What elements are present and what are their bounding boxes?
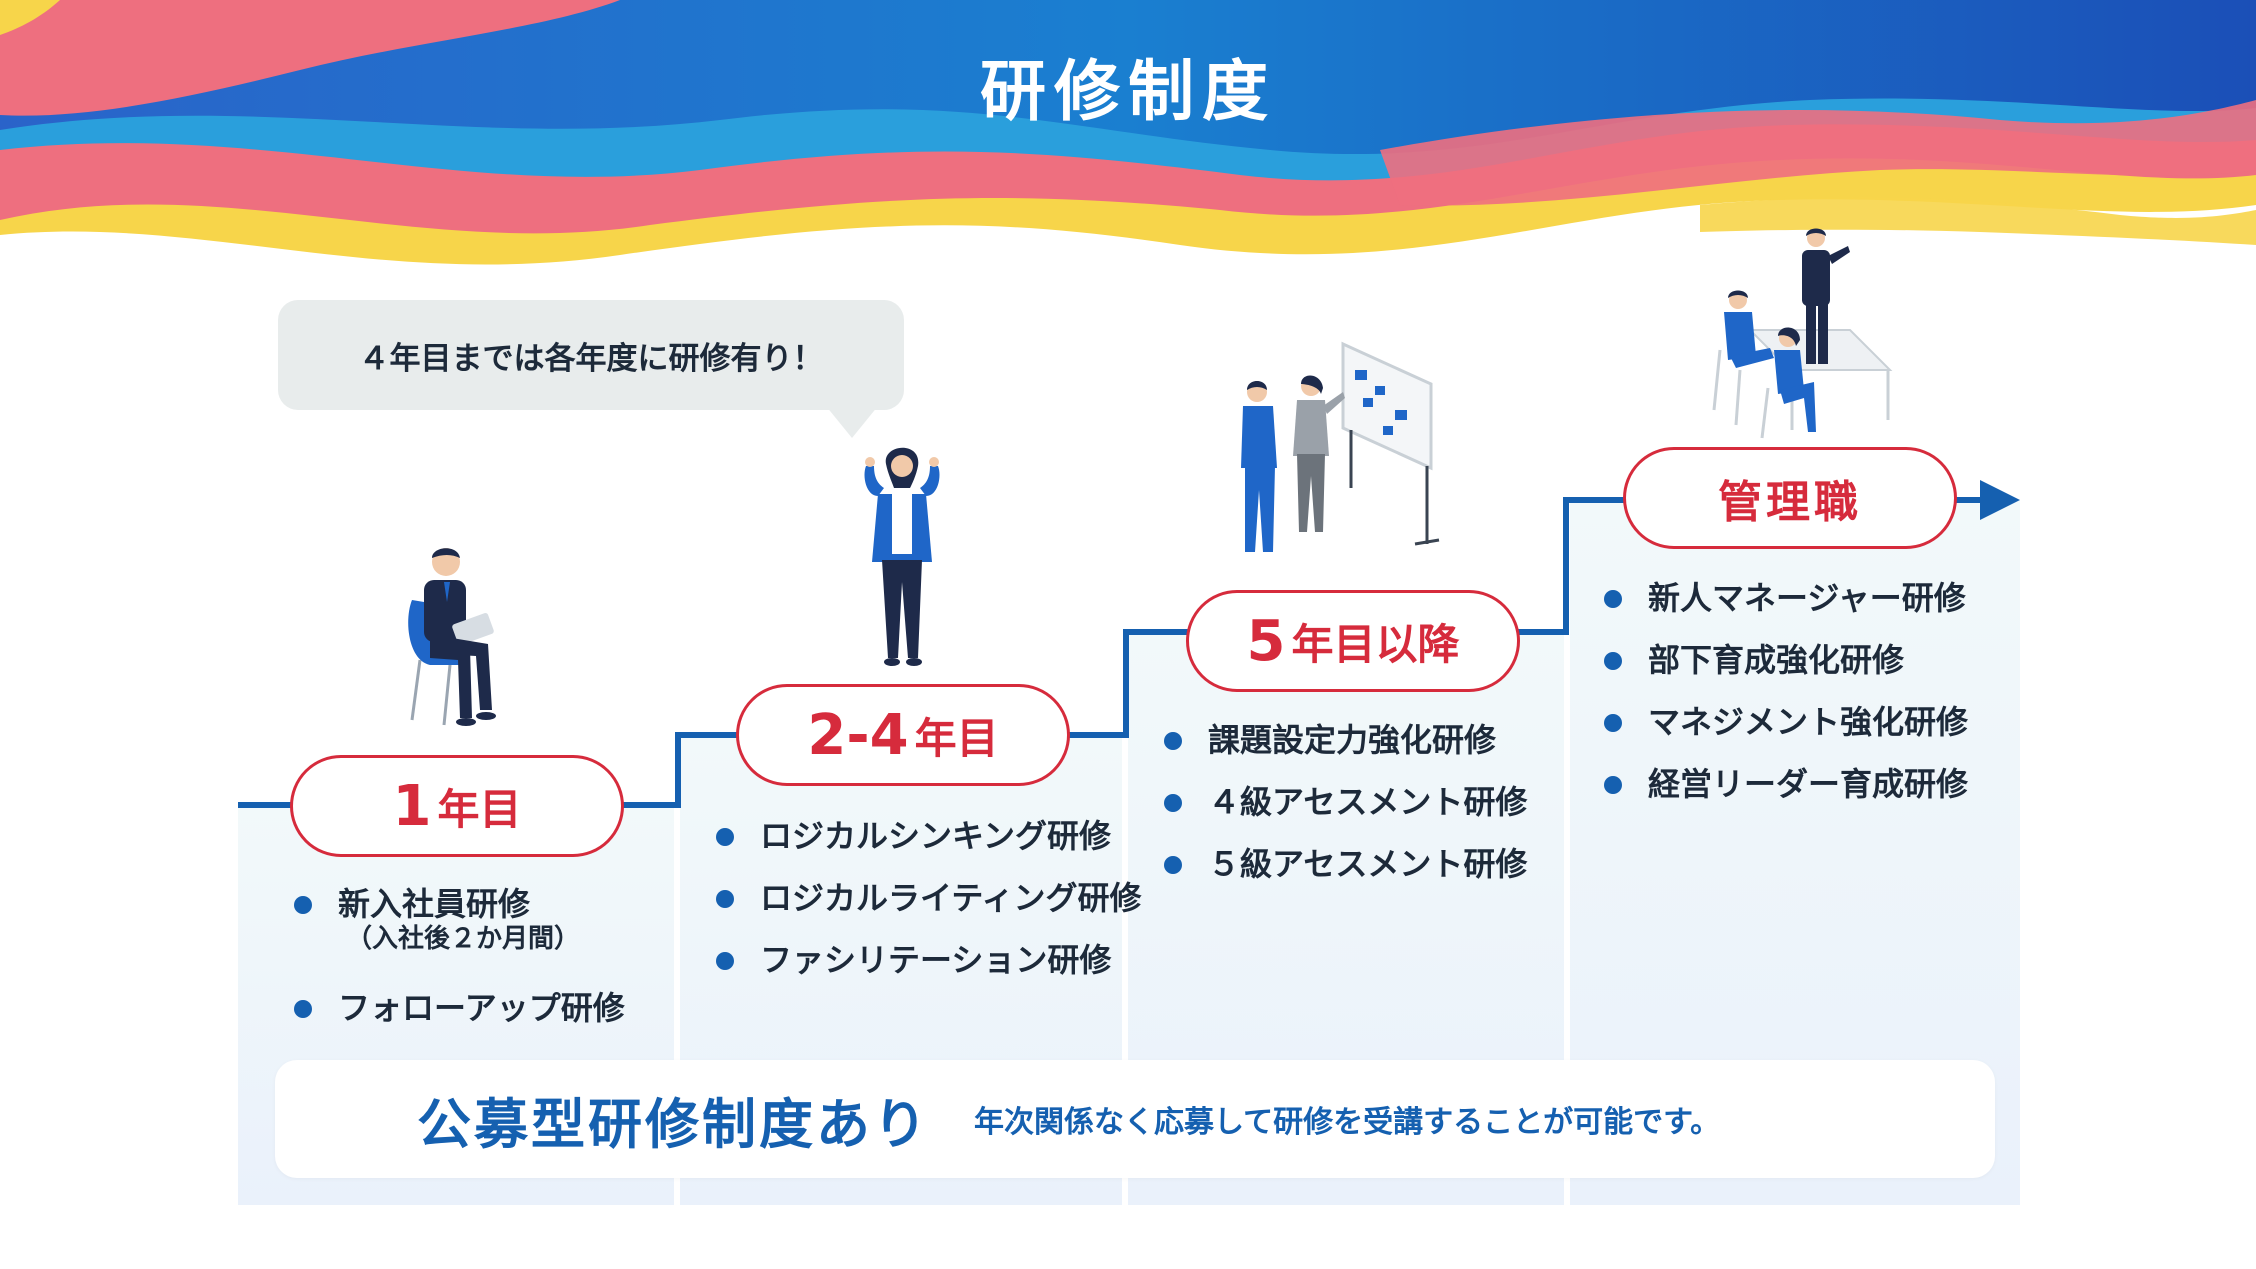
- stage-list-4: 新人マネージャー研修 部下育成強化研修 マネジメント強化研修 経営リーダー育成研…: [1600, 574, 1968, 822]
- open-training-banner: 公募型研修制度あり 年次関係なく応募して研修を受講することが可能です。: [275, 1060, 1995, 1178]
- list-item: 部下育成強化研修: [1600, 636, 1968, 698]
- list-item-text: 経営リーダー育成研修: [1648, 765, 1969, 803]
- stage-label-2: 2-4 年目: [736, 684, 1070, 786]
- list-item: ４級アセスメント研修: [1160, 778, 1527, 840]
- list-item-text: マネジメント強化研修: [1648, 703, 1969, 741]
- stage-label-unit: 年目: [437, 784, 522, 834]
- list-item-subtext: （入社後２か月間）: [346, 924, 581, 954]
- list-item: ファシリテーション研修: [712, 936, 1141, 998]
- list-item-text: 新人マネージャー研修: [1648, 579, 1966, 617]
- stage-list-2: ロジカルシンキング研修 ロジカルライティング研修 ファシリテーション研修: [712, 812, 1141, 998]
- stage-label-number: 2-4: [807, 702, 909, 768]
- person-cheering-icon: [864, 447, 940, 666]
- bullet-icon: [1164, 794, 1182, 812]
- bullet-icon: [1604, 776, 1622, 794]
- list-item-text: 部下育成強化研修: [1648, 641, 1905, 679]
- bullet-icon: [294, 896, 312, 914]
- list-item-text: ロジカルシンキング研修: [760, 817, 1112, 855]
- page-title: 研修制度: [980, 53, 1276, 130]
- list-item-text: ４級アセスメント研修: [1208, 783, 1528, 821]
- stage-label-number: 5: [1246, 608, 1286, 674]
- bullet-icon: [716, 952, 734, 970]
- stage-label-unit: 年目: [914, 713, 999, 763]
- bullet-icon: [1604, 590, 1622, 608]
- bullet-icon: [716, 890, 734, 908]
- banner-description: 年次関係なく応募して研修を受講することが可能です。: [974, 1105, 1721, 1140]
- stage-label-text: 管理職: [1718, 477, 1862, 528]
- speech-bubble-tail: [826, 406, 878, 438]
- list-item: 経営リーダー育成研修: [1600, 760, 1968, 822]
- list-item: ロジカルシンキング研修: [712, 812, 1141, 874]
- wave-header: [0, 0, 2256, 300]
- list-item-text: ロジカルライティング研修: [760, 879, 1142, 917]
- list-item: ロジカルライティング研修: [712, 874, 1141, 936]
- bullet-icon: [1604, 714, 1622, 732]
- bullet-icon: [1604, 652, 1622, 670]
- list-item: 新入社員研修 （入社後２か月間）: [290, 880, 625, 984]
- people-whiteboard-icon: [1241, 341, 1440, 552]
- stage-label-unit: 年目以降: [1291, 619, 1460, 669]
- speech-bubble: ４年目までは各年度に研修有り！: [278, 300, 904, 410]
- banner-title: 公募型研修制度あり: [417, 1092, 930, 1156]
- stage-list-1: 新入社員研修 （入社後２か月間） フォローアップ研修: [290, 880, 625, 1046]
- list-item-text: 新入社員研修: [338, 885, 531, 923]
- list-item-text: ファシリテーション研修: [760, 941, 1112, 979]
- stage-label-4: 管理職: [1623, 447, 1957, 549]
- bullet-icon: [1164, 732, 1182, 750]
- bullet-icon: [716, 828, 734, 846]
- list-item-text: フォローアップ研修: [338, 989, 625, 1027]
- list-item: ５級アセスメント研修: [1160, 840, 1527, 902]
- list-item: 新人マネージャー研修: [1600, 574, 1968, 636]
- list-item-text: 課題設定力強化研修: [1208, 721, 1497, 759]
- stage-list-3: 課題設定力強化研修 ４級アセスメント研修 ５級アセスメント研修: [1160, 716, 1527, 902]
- list-item: フォローアップ研修: [290, 984, 625, 1046]
- stage-label-1: 1 年目: [290, 755, 624, 857]
- list-item: 課題設定力強化研修: [1160, 716, 1527, 778]
- people-meeting-icon: [1712, 228, 1893, 439]
- list-item: マネジメント強化研修: [1600, 698, 1968, 760]
- stage-label-3: 5 年目以降: [1186, 590, 1520, 692]
- bullet-icon: [1164, 856, 1182, 874]
- bullet-icon: [294, 1000, 312, 1018]
- list-item-text: ５級アセスメント研修: [1208, 845, 1528, 883]
- person-sitting-laptop-icon: [408, 548, 496, 726]
- stage-label-number: 1: [392, 773, 432, 839]
